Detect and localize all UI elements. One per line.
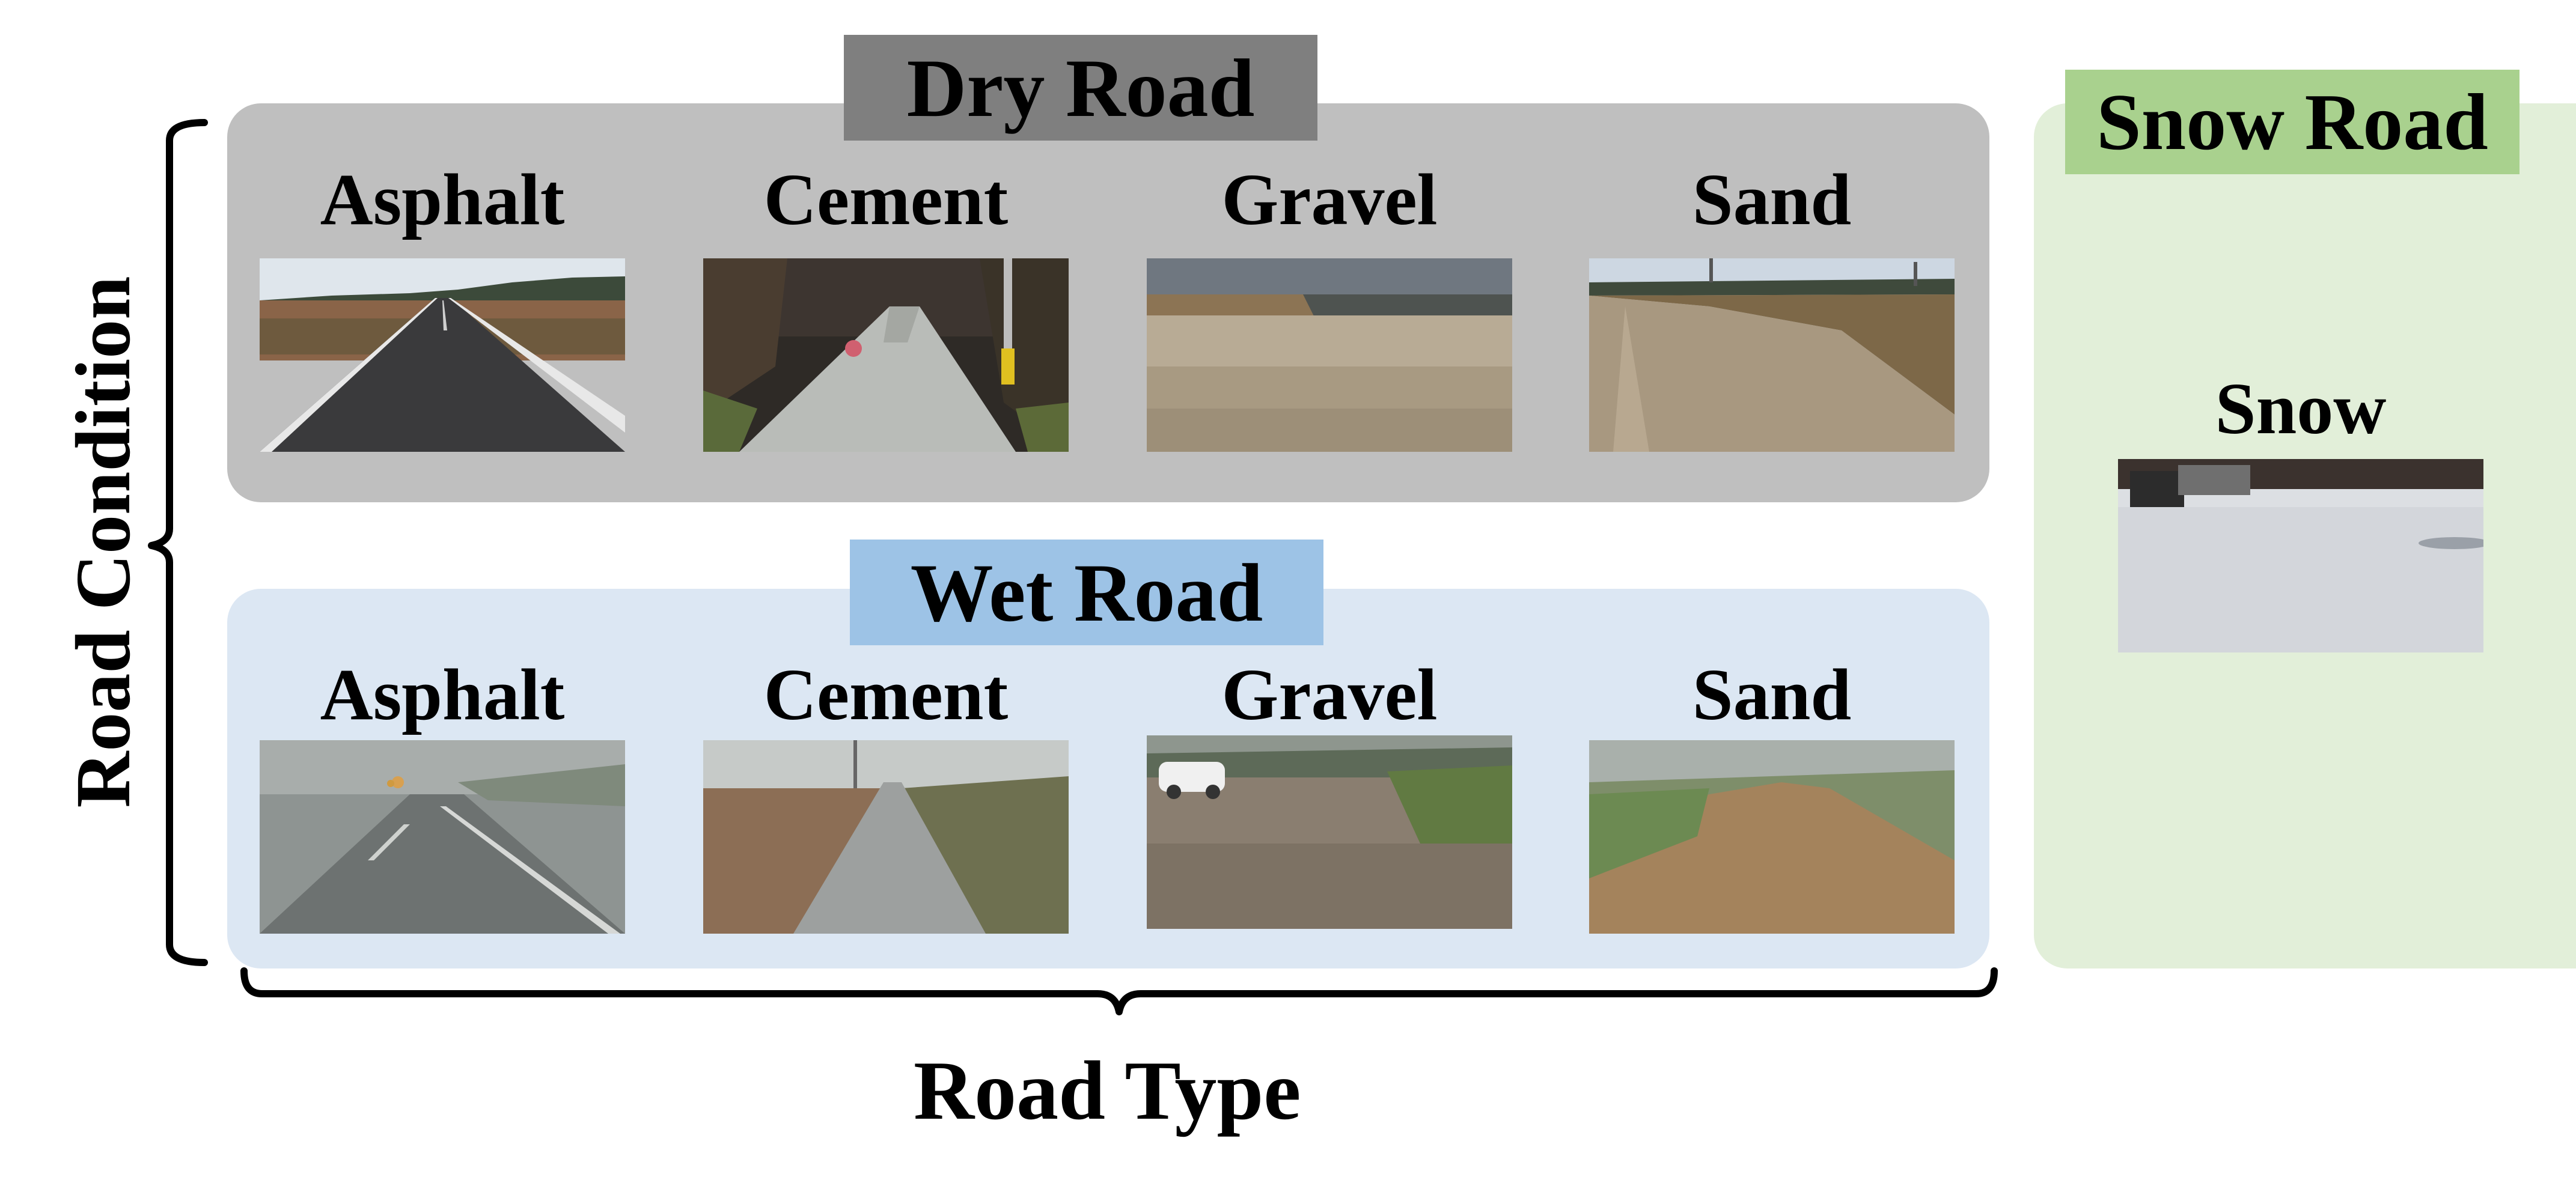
- wet-cement-label: Cement: [763, 654, 1009, 735]
- wet-road-title: Wet Road: [850, 540, 1323, 645]
- snow-road-title: Snow Road: [2065, 70, 2520, 174]
- road-condition-bracket: [148, 119, 208, 966]
- dry-road-title: Dry Road: [844, 35, 1317, 141]
- snow-photo: [2118, 459, 2483, 652]
- dry-gravel-photo: [1147, 258, 1512, 452]
- road-type-bracket: [240, 967, 1998, 1015]
- dry-sand-photo: [1589, 258, 1955, 452]
- dry-sand-label: Sand: [1692, 159, 1852, 240]
- road-type-axis-title: Road Type: [914, 1044, 1301, 1137]
- dry-asphalt-photo: [260, 258, 625, 452]
- wet-gravel-label: Gravel: [1221, 654, 1438, 735]
- wet-sand-photo: [1589, 740, 1955, 934]
- dry-gravel-label: Gravel: [1221, 159, 1438, 240]
- wet-asphalt-photo: [260, 740, 625, 934]
- dry-cement-label: Cement: [763, 159, 1009, 240]
- wet-gravel-photo: [1147, 735, 1512, 929]
- wet-asphalt-label: Asphalt: [320, 654, 565, 735]
- wet-sand-label: Sand: [1692, 654, 1852, 735]
- snow-label: Snow: [2215, 368, 2387, 449]
- road-condition-axis-title: Road Condition: [60, 276, 147, 808]
- dry-cement-photo: [703, 258, 1069, 452]
- dry-asphalt-label: Asphalt: [320, 159, 565, 240]
- wet-cement-photo: [703, 740, 1069, 934]
